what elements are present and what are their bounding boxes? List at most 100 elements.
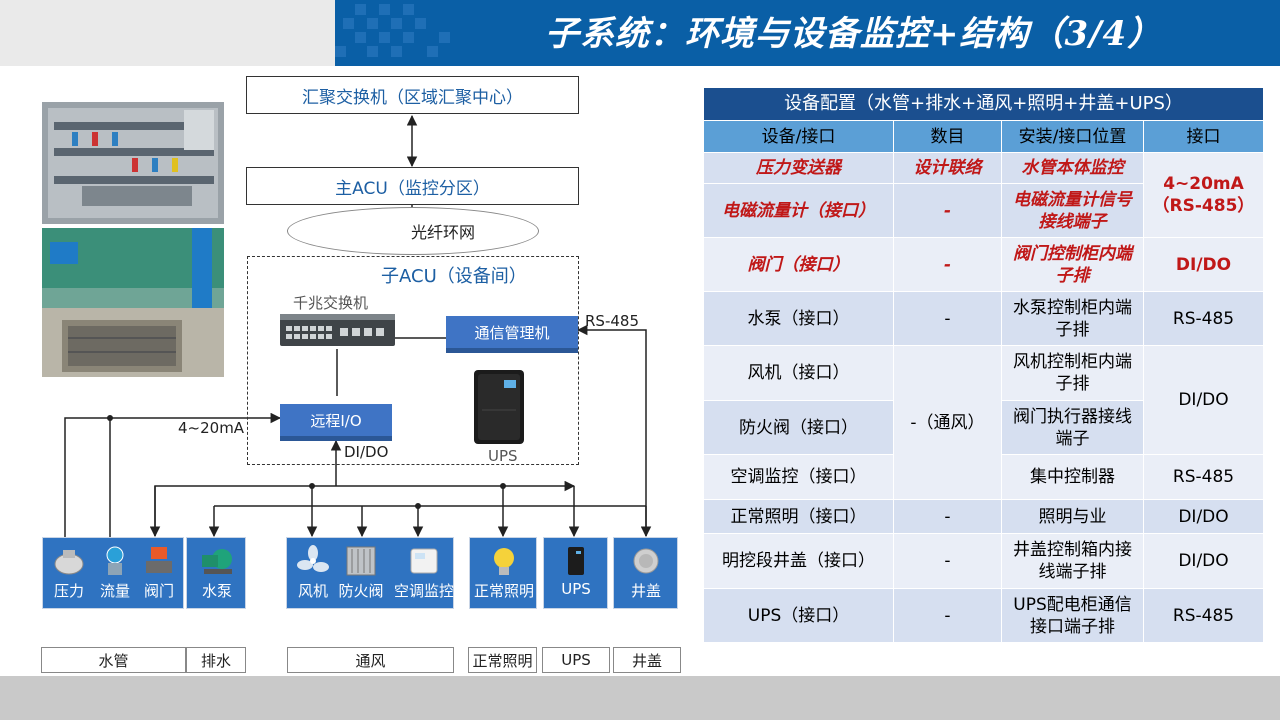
cell-device: UPS（接口） [703,588,894,643]
category-ups: UPS [542,647,610,673]
device-ac-monitor: 空调监控 [393,544,455,601]
dido-signal-label: DI/DO [344,443,389,461]
cell-count: - [893,237,1002,292]
cell-location: 水管本体监控 [1001,152,1144,184]
device-pump-label: 水泵 [201,582,232,600]
connection-lines [64,114,652,540]
device-fan-label: 风机 [297,582,328,600]
rs485-label: RS-485 [585,312,639,330]
header-location: 安装/接口位置 [1001,120,1144,153]
cell-device: 水泵（接口） [703,291,894,346]
cell-location: 阀门执行器接线端子 [1001,400,1144,455]
aggregation-switch-box: 汇聚交换机（区域汇聚中心） [246,76,579,114]
device-valve: 阀门 [133,544,185,601]
gigabit-switch-icon [280,314,395,350]
category-lighting: 正常照明 [468,647,537,673]
manhole-cover-icon [629,544,663,578]
header-device: 设备/接口 [703,120,894,153]
fire-damper-icon [344,544,378,578]
footer-bar [0,676,1280,720]
cell-location: 水泵控制柜内端子排 [1001,291,1144,346]
cell-device: 防火阀（接口） [703,400,894,455]
cell-count: - [893,291,1002,346]
cell-location: UPS配电柜通信接口端子排 [1001,588,1144,643]
table-row: 防火阀（接口） 阀门执行器接线端子 [703,400,1264,455]
table-title-row: 设备配置（水管+排水+通风+照明+井盖+UPS） [703,87,1264,121]
ups-tower-icon [470,370,528,446]
cell-count: - [893,183,1002,238]
table-row: UPS（接口） - UPS配电柜通信接口端子排 RS-485 [703,588,1264,643]
cell-device: 空调监控（接口） [703,454,894,500]
table-row: 风机（接口） -（通风） 风机控制柜内端子排 DI/DO [703,345,1264,500]
ups-label: UPS [488,447,518,465]
header-left-panel [0,0,335,66]
device-valve-label: 阀门 [143,582,174,600]
cell-count: 设计联络 [893,152,1002,184]
device-flow: 流量 [89,544,141,601]
cell-interface: RS-485 [1143,454,1264,500]
table-title: 设备配置（水管+排水+通风+照明+井盖+UPS） [703,87,1264,121]
cell-count: - [893,588,1002,643]
device-manhole-label: 井盖 [630,582,661,600]
cell-interface-merged: 4~20mA（RS-485） [1143,152,1264,238]
sub-acu-container [247,256,579,465]
header-bar: 子系统：环境与设备监控+结构（3/4） [0,0,1280,66]
cell-device: 压力变送器 [703,152,894,184]
cell-device: 正常照明（接口） [703,499,894,534]
cell-interface: RS-485 [1143,588,1264,643]
cell-device: 阀门（接口） [703,237,894,292]
device-pump: 水泵 [191,544,243,601]
system-diagram: 汇聚交换机（区域汇聚中心） 主ACU（监控分区） 光纤环网 子ACU（设备间） … [0,66,700,676]
cell-count-merged: -（通风） [893,345,1002,500]
cell-count: - [893,533,1002,589]
pump-room-photo [42,228,224,377]
cell-device: 风机（接口） [703,345,894,401]
page-title: 子系统：环境与设备监控+结构（3/4） [545,14,1163,54]
control-cabinet-photo [42,102,224,224]
category-manhole: 井盖 [613,647,681,673]
equipment-config-table: 设备配置（水管+排水+通风+照明+井盖+UPS） 设备/接口 数目 安装/接口位… [703,87,1264,643]
ac-controller-icon [407,544,441,578]
device-fire-damper-label: 防火阀 [338,582,384,600]
table-row: 明挖段井盖（接口） - 井盖控制箱内接线端子排 DI/DO [703,533,1264,589]
fan-icon [296,544,330,578]
cell-interface-merged: DI/DO [1143,345,1264,455]
comm-manager-box: 通信管理机 [446,316,578,353]
cell-location: 阀门控制柜内端子排 [1001,237,1144,292]
device-manhole: 井盖 [620,544,672,601]
table-row: 水泵（接口） - 水泵控制柜内端子排 RS-485 [703,291,1264,346]
category-water-pipe: 水管 [41,647,186,673]
water-pump-icon [200,544,234,578]
device-ups: UPS [550,544,602,598]
cell-interface: DI/DO [1143,499,1264,534]
ups-devices: UPS [543,537,608,609]
lighting-devices: 正常照明 [469,537,537,609]
header-mosaic-decoration [335,0,465,66]
cell-location: 集中控制器 [1001,454,1144,500]
water-pipe-devices: 压力 流量 阀门 [42,537,184,609]
device-fire-damper: 防火阀 [335,544,387,601]
table-row: 正常照明（接口） - 照明与业 DI/DO [703,499,1264,534]
category-drainage: 排水 [186,647,246,673]
cell-location: 电磁流量计信号接线端子 [1001,183,1144,238]
cell-device: 电磁流量计（接口） [703,183,894,238]
device-ac-monitor-label: 空调监控 [393,582,454,600]
pressure-sensor-icon [52,544,86,578]
table-header-row: 设备/接口 数目 安装/接口位置 接口 [703,120,1264,153]
ma-signal-label: 4~20mA [178,419,245,437]
device-lighting: 正常照明 [470,544,538,601]
fiber-ring-label: 光纤环网 [410,223,475,242]
cell-location: 井盖控制箱内接线端子排 [1001,533,1144,589]
cell-device: 明挖段井盖（接口） [703,533,894,589]
cell-count: - [893,499,1002,534]
flow-meter-icon [98,544,132,578]
cell-location: 照明与业 [1001,499,1144,534]
cell-location: 风机控制柜内端子排 [1001,345,1144,401]
table-row: 电磁流量计（接口） - 电磁流量计信号接线端子 [703,183,1264,238]
cell-interface: RS-485 [1143,291,1264,346]
device-pressure: 压力 [43,544,95,601]
device-fan: 风机 [287,544,339,601]
sub-acu-label: 子ACU（设备间） [381,266,527,287]
main-acu-box: 主ACU（监控分区） [246,167,579,205]
manhole-devices: 井盖 [613,537,678,609]
